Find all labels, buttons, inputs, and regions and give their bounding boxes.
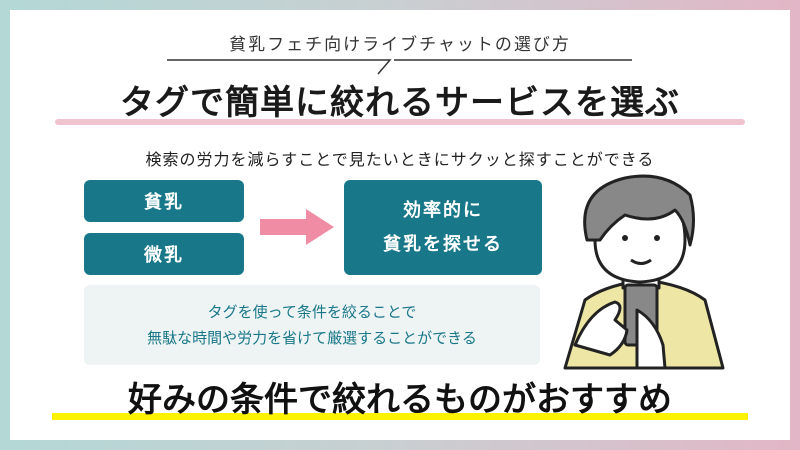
note-box: タグを使って条件を絞ることで 無駄な時間や労力を省けて厳選することができる bbox=[84, 285, 540, 365]
tag-binyu: 微乳 bbox=[84, 233, 244, 275]
subtitle: 貧乳フェチ向けライブチャットの選び方 bbox=[229, 35, 571, 55]
tag-hinnyu: 貧乳 bbox=[84, 180, 244, 222]
lead-text: 検索の労力を減らすことで見たいときにサクッと探すことができる bbox=[145, 150, 655, 169]
conclusion-text: 好みの条件で絞れるものがおすすめ bbox=[128, 380, 672, 420]
note-line-2: 無駄な時間や労力を省けて厳選することができる bbox=[147, 329, 477, 347]
conclusion-highlight bbox=[52, 413, 748, 420]
arrow-right-icon bbox=[260, 209, 334, 245]
page-title: タグで簡単に絞れるサービスを選ぶ bbox=[120, 83, 680, 123]
result-box: 効率的に 貧乳を探せる bbox=[344, 180, 542, 275]
result-line-2: 貧乳を探せる bbox=[383, 233, 503, 255]
person-with-phone-illustration bbox=[563, 174, 725, 370]
note-line-1: タグを使って条件を絞ることで bbox=[207, 303, 417, 321]
title-underline bbox=[55, 119, 745, 125]
result-line-1: 効率的に bbox=[403, 199, 483, 221]
subtitle-underline bbox=[167, 59, 632, 75]
